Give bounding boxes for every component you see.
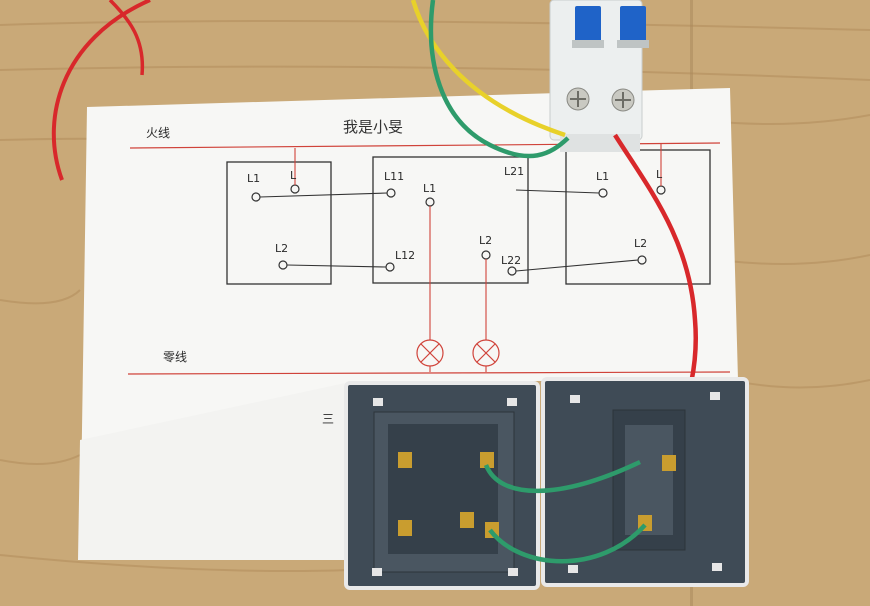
green-wire (428, 0, 570, 159)
right-terminal-l: L (656, 168, 663, 181)
neutral-wire-line (127, 371, 731, 375)
middle-terminal-l2: L2 (479, 234, 493, 247)
left-switch-box (226, 161, 332, 285)
right-terminal-l2: L2 (634, 237, 648, 250)
switch-plate-icon (541, 377, 749, 587)
loose-red-wire (51, 0, 151, 181)
green-jumper-wire (483, 459, 641, 494)
left-terminal-l2: L2 (275, 242, 289, 255)
yellow-wire (410, 0, 566, 138)
diagram-wiring (259, 189, 639, 272)
diagram-title: 我是小旻 (343, 118, 404, 136)
breaker-icon (549, 0, 649, 152)
middle-terminal-l1: L1 (423, 182, 437, 195)
lamp-icon (416, 339, 444, 367)
live-wire-label: 火线 (146, 126, 171, 140)
middle-terminal-l22: L22 (501, 254, 522, 267)
switch-plate-icon (344, 381, 540, 590)
partial-caption: 三 (322, 412, 335, 426)
green-jumper-wire (488, 523, 647, 564)
lamp-icon (472, 339, 500, 367)
middle-terminal-l12: L12 (395, 249, 416, 262)
left-terminal-l1: L1 (247, 172, 261, 185)
middle-terminal-l11: L11 (384, 170, 405, 183)
diagram-red-wiring (294, 143, 662, 372)
right-terminal-l1: L1 (596, 170, 610, 183)
middle-terminal-l21: L21 (504, 165, 525, 178)
neutral-wire-label: 零线 (163, 350, 188, 364)
paper-lower-part (78, 382, 350, 560)
middle-switch-box (372, 156, 529, 284)
left-terminal-l: L (290, 169, 297, 182)
loose-red-wire-end (108, 0, 145, 76)
